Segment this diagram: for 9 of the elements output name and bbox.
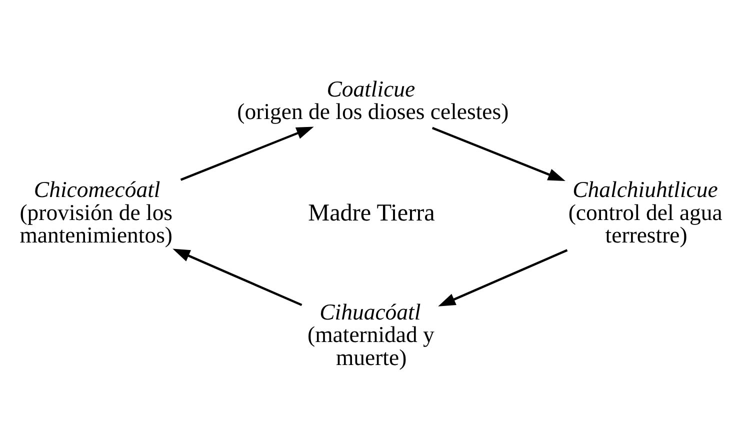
arrow <box>172 248 302 306</box>
node-text: Cihuacóatl (maternidad y muerte) <box>308 298 434 370</box>
arrow <box>432 126 566 181</box>
node-text: Chicomecóatl (provisión de los mantenimientos) <box>20 176 173 248</box>
label: Madre Tierra <box>308 198 435 226</box>
arrow <box>438 248 568 306</box>
arrow <box>180 126 314 180</box>
node-text: Chalchiuhtlicue (control del agua terrestre) <box>568 176 722 248</box>
node-text: Coatlicue (origen de los dioses celestes) <box>237 76 509 124</box>
